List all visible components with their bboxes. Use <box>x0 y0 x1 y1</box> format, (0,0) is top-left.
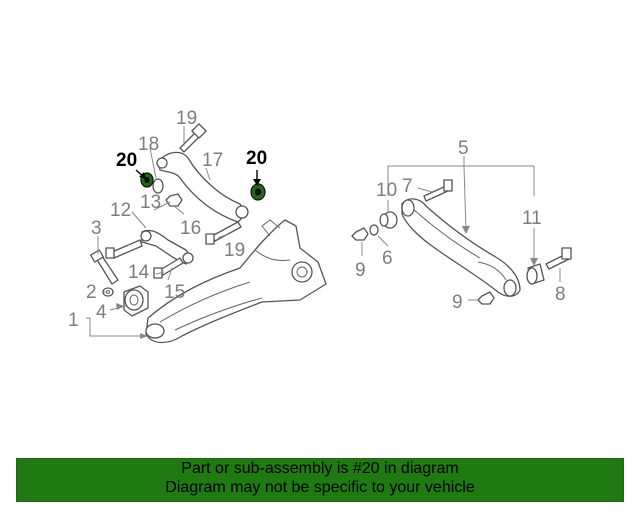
label-15: 15 <box>164 282 185 303</box>
leader-lines-right <box>361 156 561 301</box>
label-20-left: 20 <box>116 150 137 171</box>
label-2: 2 <box>86 282 97 303</box>
bolt-19-lower <box>205 221 242 245</box>
callout-labels: 19 18 17 20 20 13 12 3 16 19 14 15 2 4 1… <box>68 108 566 331</box>
bushing-10 <box>379 211 398 229</box>
leader-lines-left <box>86 126 261 339</box>
label-16: 16 <box>180 218 201 239</box>
bushing-11 <box>526 263 545 285</box>
label-1: 1 <box>68 310 79 331</box>
label-10: 10 <box>376 180 397 201</box>
nut-9-upper <box>351 227 369 241</box>
banner-line-disclaimer: Diagram may not be specific to your vehi… <box>165 479 475 496</box>
label-19-top: 19 <box>176 108 197 129</box>
label-9-lower: 9 <box>452 292 463 313</box>
lateral-link-5 <box>401 198 521 297</box>
label-3: 3 <box>91 218 102 239</box>
bolt-12-side <box>105 239 143 259</box>
label-8: 8 <box>555 284 566 305</box>
label-7: 7 <box>402 176 413 197</box>
washer-18 <box>152 178 164 194</box>
bolt-7 <box>423 179 453 202</box>
trailing-arm-assembly <box>145 219 327 344</box>
label-14: 14 <box>128 262 150 283</box>
bolt-19-upper <box>179 123 207 153</box>
bushing-4 <box>123 285 149 317</box>
parts-diagram: 19 18 17 20 20 13 12 3 16 19 14 15 2 4 1… <box>68 108 572 344</box>
lower-arm-12 <box>140 229 194 265</box>
banner-line-part: Part or sub-assembly is #20 in diagram <box>181 460 459 477</box>
washer-6 <box>369 224 379 236</box>
label-6: 6 <box>382 248 393 269</box>
bushing-20-right <box>250 183 266 201</box>
label-18: 18 <box>138 134 159 155</box>
bolt-3 <box>90 249 119 285</box>
upper-arm-17 <box>156 151 249 223</box>
nut-13 <box>165 193 183 207</box>
nut-9-lower <box>477 291 495 305</box>
label-4: 4 <box>96 302 107 323</box>
label-9-upper: 9 <box>355 260 366 281</box>
label-20-right: 20 <box>246 148 267 169</box>
label-17: 17 <box>202 150 223 171</box>
label-13: 13 <box>140 192 161 213</box>
label-11: 11 <box>522 208 542 229</box>
disclaimer-banner: Part or sub-assembly is #20 in diagram D… <box>16 458 624 502</box>
label-5: 5 <box>458 138 469 159</box>
bolt-14 <box>153 257 184 279</box>
label-19-bottom: 19 <box>224 240 245 261</box>
bolt-8 <box>545 247 572 270</box>
label-12: 12 <box>110 200 131 221</box>
